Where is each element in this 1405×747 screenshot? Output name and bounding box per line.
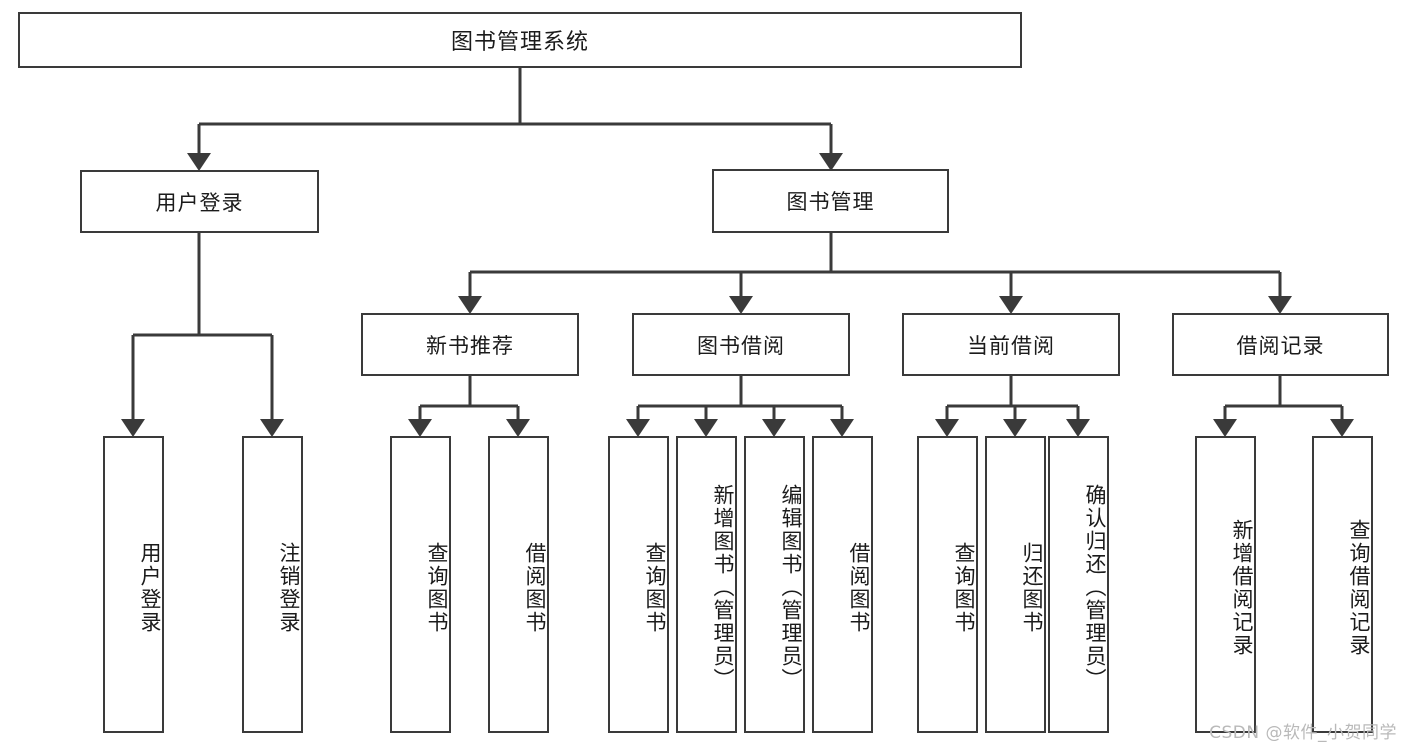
- node-label: 查询图书: [643, 541, 667, 634]
- node-leaf-confirm-return[interactable]: 确认归还（管理员）: [1048, 436, 1109, 733]
- node-leaf-query-book-3[interactable]: 查询图书: [917, 436, 978, 733]
- node-leaf-query-book-1[interactable]: 查询图书: [390, 436, 451, 733]
- node-leaf-return-book[interactable]: 归还图书: [985, 436, 1046, 733]
- node-leaf-borrow-book-2[interactable]: 借阅图书: [812, 436, 873, 733]
- node-label: 查询图书: [425, 541, 449, 634]
- node-label: 新增图书（管理员）: [711, 484, 735, 691]
- node-leaf-add-book[interactable]: 新增图书（管理员）: [676, 436, 737, 733]
- node-label: 图书借阅: [697, 333, 785, 358]
- node-current-borrow[interactable]: 当前借阅: [902, 313, 1120, 376]
- node-label: 借阅记录: [1236, 333, 1325, 358]
- node-label: 用户登录: [138, 541, 162, 634]
- node-label: 图书管理: [786, 190, 875, 214]
- node-leaf-user-login[interactable]: 用户登录: [103, 436, 164, 733]
- node-label: 图书管理系统: [450, 30, 589, 55]
- node-leaf-add-record[interactable]: 新增借阅记录: [1195, 436, 1256, 733]
- node-book-borrow[interactable]: 图书借阅: [632, 313, 850, 376]
- node-label: 编辑图书（管理员）: [779, 484, 803, 691]
- node-leaf-borrow-book-1[interactable]: 借阅图书: [488, 436, 549, 733]
- node-label: 借阅图书: [523, 541, 547, 634]
- node-label: 借阅图书: [847, 541, 871, 634]
- node-leaf-query-book-2[interactable]: 查询图书: [608, 436, 669, 733]
- node-user-login[interactable]: 用户登录: [80, 170, 319, 233]
- node-new-book-recommend[interactable]: 新书推荐: [361, 313, 579, 376]
- node-label: 查询借阅记录: [1347, 518, 1371, 657]
- node-label: 注销登录: [277, 541, 301, 634]
- node-label: 归还图书: [1020, 541, 1044, 634]
- node-leaf-logout-login[interactable]: 注销登录: [242, 436, 303, 733]
- node-label: 当前借阅: [967, 333, 1055, 358]
- node-root[interactable]: 图书管理系统: [18, 12, 1022, 68]
- node-label: 确认归还（管理员）: [1083, 484, 1107, 691]
- node-label: 用户登录: [155, 190, 244, 215]
- node-label: 新书推荐: [426, 333, 514, 358]
- node-leaf-edit-book[interactable]: 编辑图书（管理员）: [744, 436, 805, 733]
- node-label: 新增借阅记录: [1230, 518, 1254, 657]
- node-borrow-record[interactable]: 借阅记录: [1172, 313, 1389, 376]
- node-label: 查询图书: [952, 541, 976, 634]
- node-book-manage[interactable]: 图书管理: [712, 169, 949, 233]
- node-leaf-query-record[interactable]: 查询借阅记录: [1312, 436, 1373, 733]
